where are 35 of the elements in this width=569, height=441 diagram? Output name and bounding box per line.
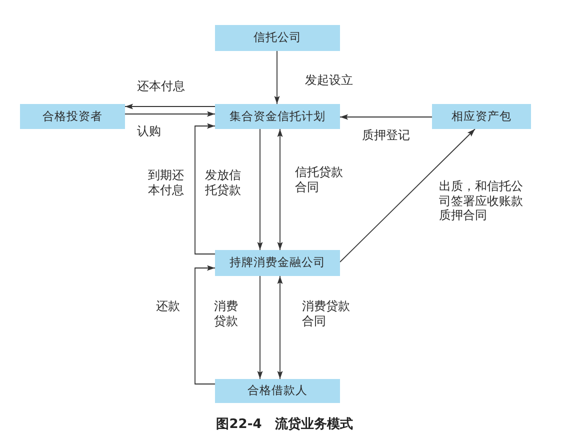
arrow xyxy=(340,128,476,262)
edge-label: 消费贷款 xyxy=(214,299,239,328)
edge-label: 信托贷款合同 xyxy=(295,165,344,194)
arrow xyxy=(124,111,216,117)
arrow xyxy=(194,265,216,384)
edge-label: 还款 xyxy=(156,299,180,314)
arrow xyxy=(257,128,263,250)
edge-label: 还本付息 xyxy=(137,79,185,94)
box-label: 集合资金信托计划 xyxy=(230,110,326,124)
entity-box xyxy=(20,104,125,129)
entity-box xyxy=(215,250,340,276)
box-label: 持牌消费金融公司 xyxy=(230,256,326,270)
arrow xyxy=(274,50,280,104)
arrow xyxy=(340,114,432,120)
arrow xyxy=(194,123,216,254)
entity-box xyxy=(215,104,340,129)
double-arrow xyxy=(277,128,283,250)
double-arrow xyxy=(277,276,283,380)
entity-box xyxy=(432,104,531,129)
edge-label: 到期还本付息 xyxy=(148,168,185,197)
box-label: 合格投资者 xyxy=(42,110,102,124)
entity-box xyxy=(215,379,340,403)
edge-label: 发放信托贷款 xyxy=(205,168,242,197)
arrow xyxy=(124,104,216,110)
box-label: 合格借款人 xyxy=(248,384,308,398)
edge-label: 质押登记 xyxy=(362,128,410,142)
box-label: 信托公司 xyxy=(254,31,302,45)
edge-label: 出质，和信托公司签署应收账款质押合同 xyxy=(439,179,524,222)
figure-caption: 图22-4 流贷业务模式 xyxy=(216,416,353,433)
edge-label: 消费贷款合同 xyxy=(302,299,351,328)
edge-label: 认购 xyxy=(137,124,161,138)
edge-label: 发起设立 xyxy=(305,73,353,88)
box-label: 相应资产包 xyxy=(452,110,512,124)
arrow xyxy=(257,276,263,380)
entity-box xyxy=(215,25,340,51)
